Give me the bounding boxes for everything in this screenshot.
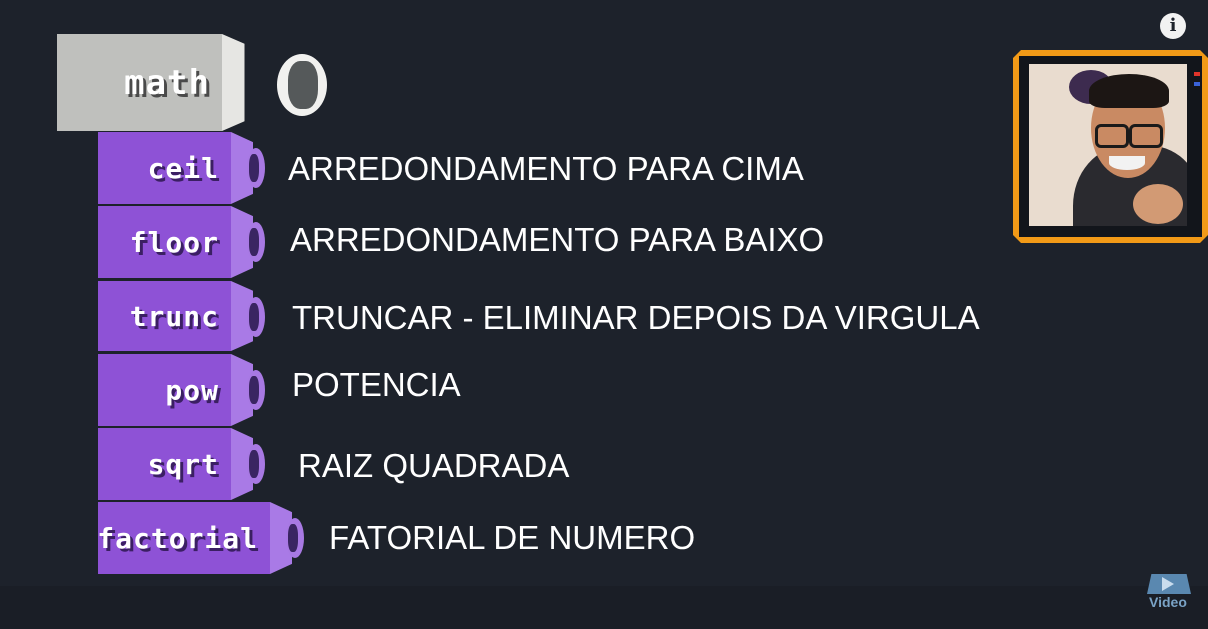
glasses-left	[1095, 124, 1129, 148]
function-description: POTENCIA	[292, 366, 461, 403]
webcam-presenter-image	[1029, 64, 1187, 226]
function-block-sqrt: sqrt	[98, 428, 268, 500]
function-name: ceil	[98, 132, 231, 204]
block-connector-hole	[249, 228, 259, 256]
function-name: sqrt	[98, 428, 231, 500]
glasses-right	[1129, 124, 1163, 148]
blue-marker	[1194, 82, 1200, 86]
function-block-pow: pow	[98, 354, 268, 426]
function-block-trunc: trunc	[98, 281, 268, 351]
math-block-label: math	[57, 34, 222, 131]
function-name: floor	[98, 206, 231, 278]
block-side	[231, 132, 253, 204]
block-side	[231, 281, 253, 351]
function-name: trunc	[98, 281, 231, 351]
function-description: TRUNCAR - ELIMINAR DEPOIS DA VIRGULA	[292, 299, 980, 336]
block-side	[231, 206, 253, 278]
function-description: ARREDONDAMENTO PARA CIMA	[288, 150, 804, 187]
presenter-hand	[1133, 184, 1183, 224]
play-icon	[1162, 577, 1174, 591]
math-module-block: math	[57, 34, 327, 131]
math-block-side	[222, 34, 245, 131]
bottom-band	[0, 586, 1208, 629]
block-connector-hole	[249, 154, 259, 182]
red-marker	[1194, 72, 1200, 76]
math-block-connector-hole	[288, 61, 318, 109]
block-side	[270, 502, 292, 574]
block-side	[231, 354, 253, 426]
info-icon[interactable]: i	[1160, 13, 1186, 39]
block-connector-hole	[249, 450, 259, 478]
function-description: RAIZ QUADRADA	[298, 447, 570, 484]
video-logo-icon: Video	[1144, 572, 1196, 612]
function-name: pow	[98, 354, 231, 426]
function-description: FATORIAL DE NUMERO	[329, 519, 696, 556]
function-block-factorial: factorial	[97, 502, 308, 574]
block-connector-hole	[249, 376, 259, 404]
block-side	[231, 428, 253, 500]
block-connector-hole	[249, 303, 259, 331]
function-description: ARREDONDAMENTO PARA BAIXO	[290, 221, 825, 258]
presenter-smile	[1109, 156, 1145, 170]
presenter-hair	[1089, 74, 1169, 108]
logo-label: Video	[1149, 594, 1187, 610]
function-block-floor: floor	[98, 206, 268, 278]
function-name: factorial	[97, 502, 270, 574]
block-connector-hole	[288, 524, 298, 552]
function-block-ceil: ceil	[98, 132, 268, 204]
